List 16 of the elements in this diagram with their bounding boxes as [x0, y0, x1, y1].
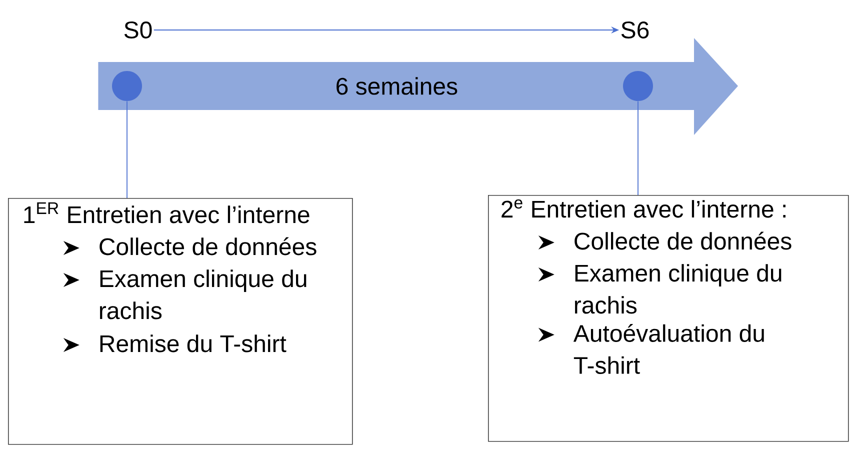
dot-marker: [623, 71, 653, 101]
list-item: Examen clinique du rachis: [575, 264, 782, 314]
heading: 1$^{ER}$ Entretien avec l’interne: [24, 202, 310, 224]
list-item: Autoévaluation du T-shirt: [573, 324, 764, 374]
list-item: Remise du T-shirt: [100, 334, 286, 352]
list-item: Collecte de données: [100, 237, 316, 256]
heading: 2$^{e}$ Entretien avec l’interne :: [502, 199, 786, 218]
text-box: [488, 195, 849, 442]
week-label: S0: [124, 22, 152, 38]
list-item: Examen clinique du rachis: [100, 270, 306, 320]
connector: [126, 100, 128, 198]
week-label: S6: [621, 22, 649, 38]
text-box: [8, 198, 353, 445]
timeline-band: 6 semaines: [98, 38, 738, 135]
dot-marker: [112, 71, 142, 101]
list-item: Collecte de données: [574, 232, 792, 250]
